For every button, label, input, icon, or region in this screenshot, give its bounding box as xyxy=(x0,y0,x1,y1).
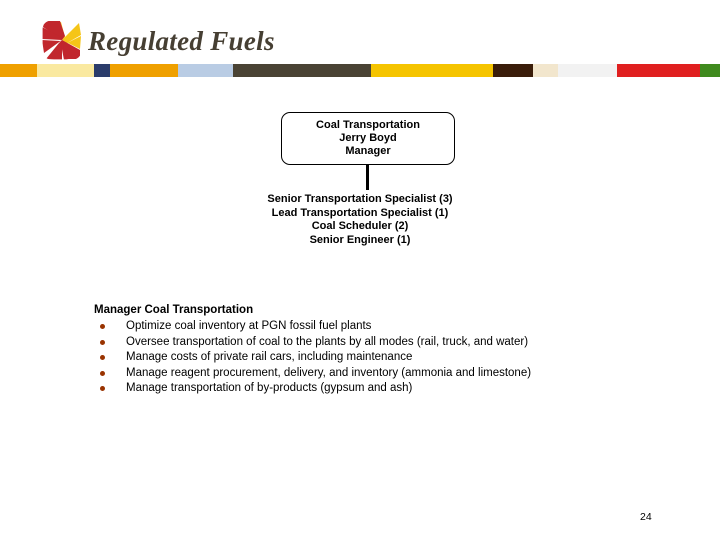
stripe-segment-cream xyxy=(533,64,558,77)
list-item-label: Manage reagent procurement, delivery, an… xyxy=(126,366,532,379)
slide-header: Regulated Fuels xyxy=(0,0,720,64)
stripe-segment-pale-yellow xyxy=(37,64,94,77)
org-role-item: Senior Transportation Specialist (3) xyxy=(267,193,453,205)
bullet-icon xyxy=(100,355,105,360)
stripe-segment-orange-2 xyxy=(110,64,178,77)
org-box-line: Manager xyxy=(345,145,391,157)
stripe-segment-off-white xyxy=(558,64,617,77)
page-title: Regulated Fuels xyxy=(88,26,275,56)
org-role-item: Senior Engineer (1) xyxy=(309,233,411,246)
pinwheel-swirl-logo-icon xyxy=(40,19,84,61)
stripe-segment-green xyxy=(700,64,720,77)
stripe-segment-dark-olive xyxy=(233,64,371,77)
stripe-segment-navy-blue xyxy=(94,64,110,77)
list-item: Manage reagent procurement, delivery, an… xyxy=(94,366,654,382)
org-role-item: Lead Transportation Specialist (1) xyxy=(271,206,449,219)
stripe-segment-dark-brown xyxy=(493,64,533,77)
org-chart-direct-reports: Senior Transportation Specialist (3) Lea… xyxy=(0,193,720,247)
bullet-icon xyxy=(100,339,105,345)
bullet-icon xyxy=(100,324,105,329)
org-box-line: Coal Transportation xyxy=(316,119,420,131)
list-item: Manage costs of private rail cars, inclu… xyxy=(94,350,654,366)
list-item-label: Manage costs of private rail cars, inclu… xyxy=(126,351,413,363)
list-item: Manage transportation of by-products (gy… xyxy=(94,381,654,397)
decorative-color-stripe xyxy=(0,64,720,77)
list-item-label: Manage transportation of by-products (gy… xyxy=(126,382,413,394)
stripe-segment-golden xyxy=(371,64,493,77)
org-chart: Coal Transportation Jerry Boyd Manager S… xyxy=(0,77,720,277)
page-number: 24 xyxy=(640,511,652,523)
duties-heading: Manager Coal Transportation xyxy=(94,304,254,316)
list-item-label: Oversee transportation of coal to the pl… xyxy=(126,335,529,348)
list-item-label: Optimize coal inventory at PGN fossil fu… xyxy=(126,320,372,332)
bullet-icon xyxy=(100,386,105,391)
bullet-icon xyxy=(100,370,105,376)
org-role-item: Coal Scheduler (2) xyxy=(311,220,409,232)
stripe-segment-orange xyxy=(0,64,37,77)
org-chart-manager-box: Coal Transportation Jerry Boyd Manager xyxy=(281,112,455,165)
org-chart-connector-line xyxy=(366,165,369,190)
org-box-line: Jerry Boyd xyxy=(339,132,397,144)
list-item: Optimize coal inventory at PGN fossil fu… xyxy=(94,319,654,335)
duties-section: Manager Coal Transportation Optimize coa… xyxy=(94,303,654,397)
stripe-segment-light-blue xyxy=(178,64,233,77)
duties-list: Optimize coal inventory at PGN fossil fu… xyxy=(94,319,654,397)
list-item: Oversee transportation of coal to the pl… xyxy=(94,335,654,351)
stripe-segment-red xyxy=(617,64,700,77)
